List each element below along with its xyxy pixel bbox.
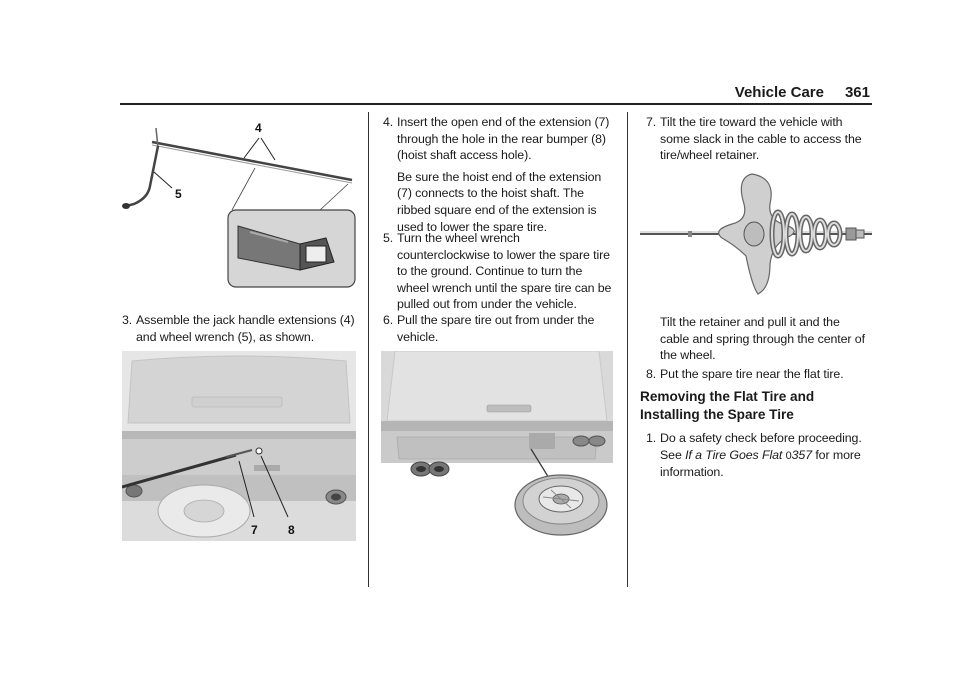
lowered-spare-tire-illustration bbox=[381, 351, 613, 536]
callout-5: 5 bbox=[175, 187, 182, 201]
page-reference[interactable]: 357 bbox=[791, 447, 812, 462]
header-rule bbox=[120, 103, 872, 105]
step-1: 1. Do a safety check before proceeding. … bbox=[646, 430, 872, 481]
callout-7: 7 bbox=[251, 523, 258, 537]
section-title: Vehicle Care bbox=[734, 84, 824, 101]
rear-bumper-illustration: 7 8 bbox=[122, 351, 356, 541]
section-heading: Removing the Flat Tire and Installing th… bbox=[640, 389, 815, 422]
jack-handle-illustration: 4 5 bbox=[122, 121, 356, 288]
page-ref-arrow-icon: 0 bbox=[785, 449, 792, 462]
spare-tire bbox=[514, 474, 608, 536]
tire-retainer-illustration bbox=[640, 173, 872, 295]
cross-reference-link[interactable]: If a Tire Goes Flat bbox=[685, 447, 783, 462]
column-divider-2 bbox=[627, 112, 628, 587]
wheel-wrench bbox=[125, 145, 160, 208]
hoist-access-hole bbox=[255, 447, 263, 455]
step-8: 8. Put the spare tire near the flat tire… bbox=[646, 366, 872, 383]
step-number: 3. bbox=[122, 313, 133, 327]
step-number: 5. bbox=[383, 231, 394, 245]
step-number: 4. bbox=[383, 115, 394, 129]
step-5: 5. Turn the wheel wrench counterclockwis… bbox=[383, 230, 615, 313]
page-header: Vehicle Care 361 bbox=[120, 82, 872, 105]
step-number: 8. bbox=[646, 367, 657, 381]
step-number: 1. bbox=[646, 431, 657, 445]
extension-rod bbox=[122, 453, 237, 489]
page-number: 361 bbox=[844, 84, 870, 101]
step-note: Tilt the retainer and pull it and the ca… bbox=[660, 315, 865, 363]
step-3: 3. Assemble the jack handle extensions (… bbox=[122, 312, 358, 345]
step-note: Be sure the hoist end of the extension (… bbox=[397, 169, 602, 234]
step-text: Pull the spare tire out from under the v… bbox=[397, 313, 595, 344]
step-7-note: Tilt the retainer and pull it and the ca… bbox=[646, 314, 872, 364]
step-number: 7. bbox=[646, 115, 657, 129]
callout-8: 8 bbox=[288, 523, 295, 537]
step-4: 4. Insert the open end of the extension … bbox=[383, 114, 615, 240]
column-divider-1 bbox=[368, 112, 369, 587]
step-number: 6. bbox=[383, 313, 394, 327]
detail-inset bbox=[227, 209, 356, 288]
callout-4: 4 bbox=[255, 121, 262, 135]
step-7: 7. Tilt the tire toward the vehicle with… bbox=[646, 114, 872, 164]
step-text: Do a safety check before proceeding. See… bbox=[660, 431, 862, 480]
step-text: Tilt the tire toward the vehicle with so… bbox=[660, 115, 862, 163]
step-text: Assemble the jack handle extensions (4) … bbox=[136, 313, 355, 344]
step-text: Insert the open end of the extension (7)… bbox=[397, 115, 610, 163]
extension-rod bbox=[151, 140, 353, 182]
step-text: Put the spare tire near the flat tire. bbox=[660, 367, 844, 381]
step-text: Turn the wheel wrench counterclockwise t… bbox=[397, 231, 612, 312]
step-6: 6. Pull the spare tire out from under th… bbox=[383, 312, 615, 345]
